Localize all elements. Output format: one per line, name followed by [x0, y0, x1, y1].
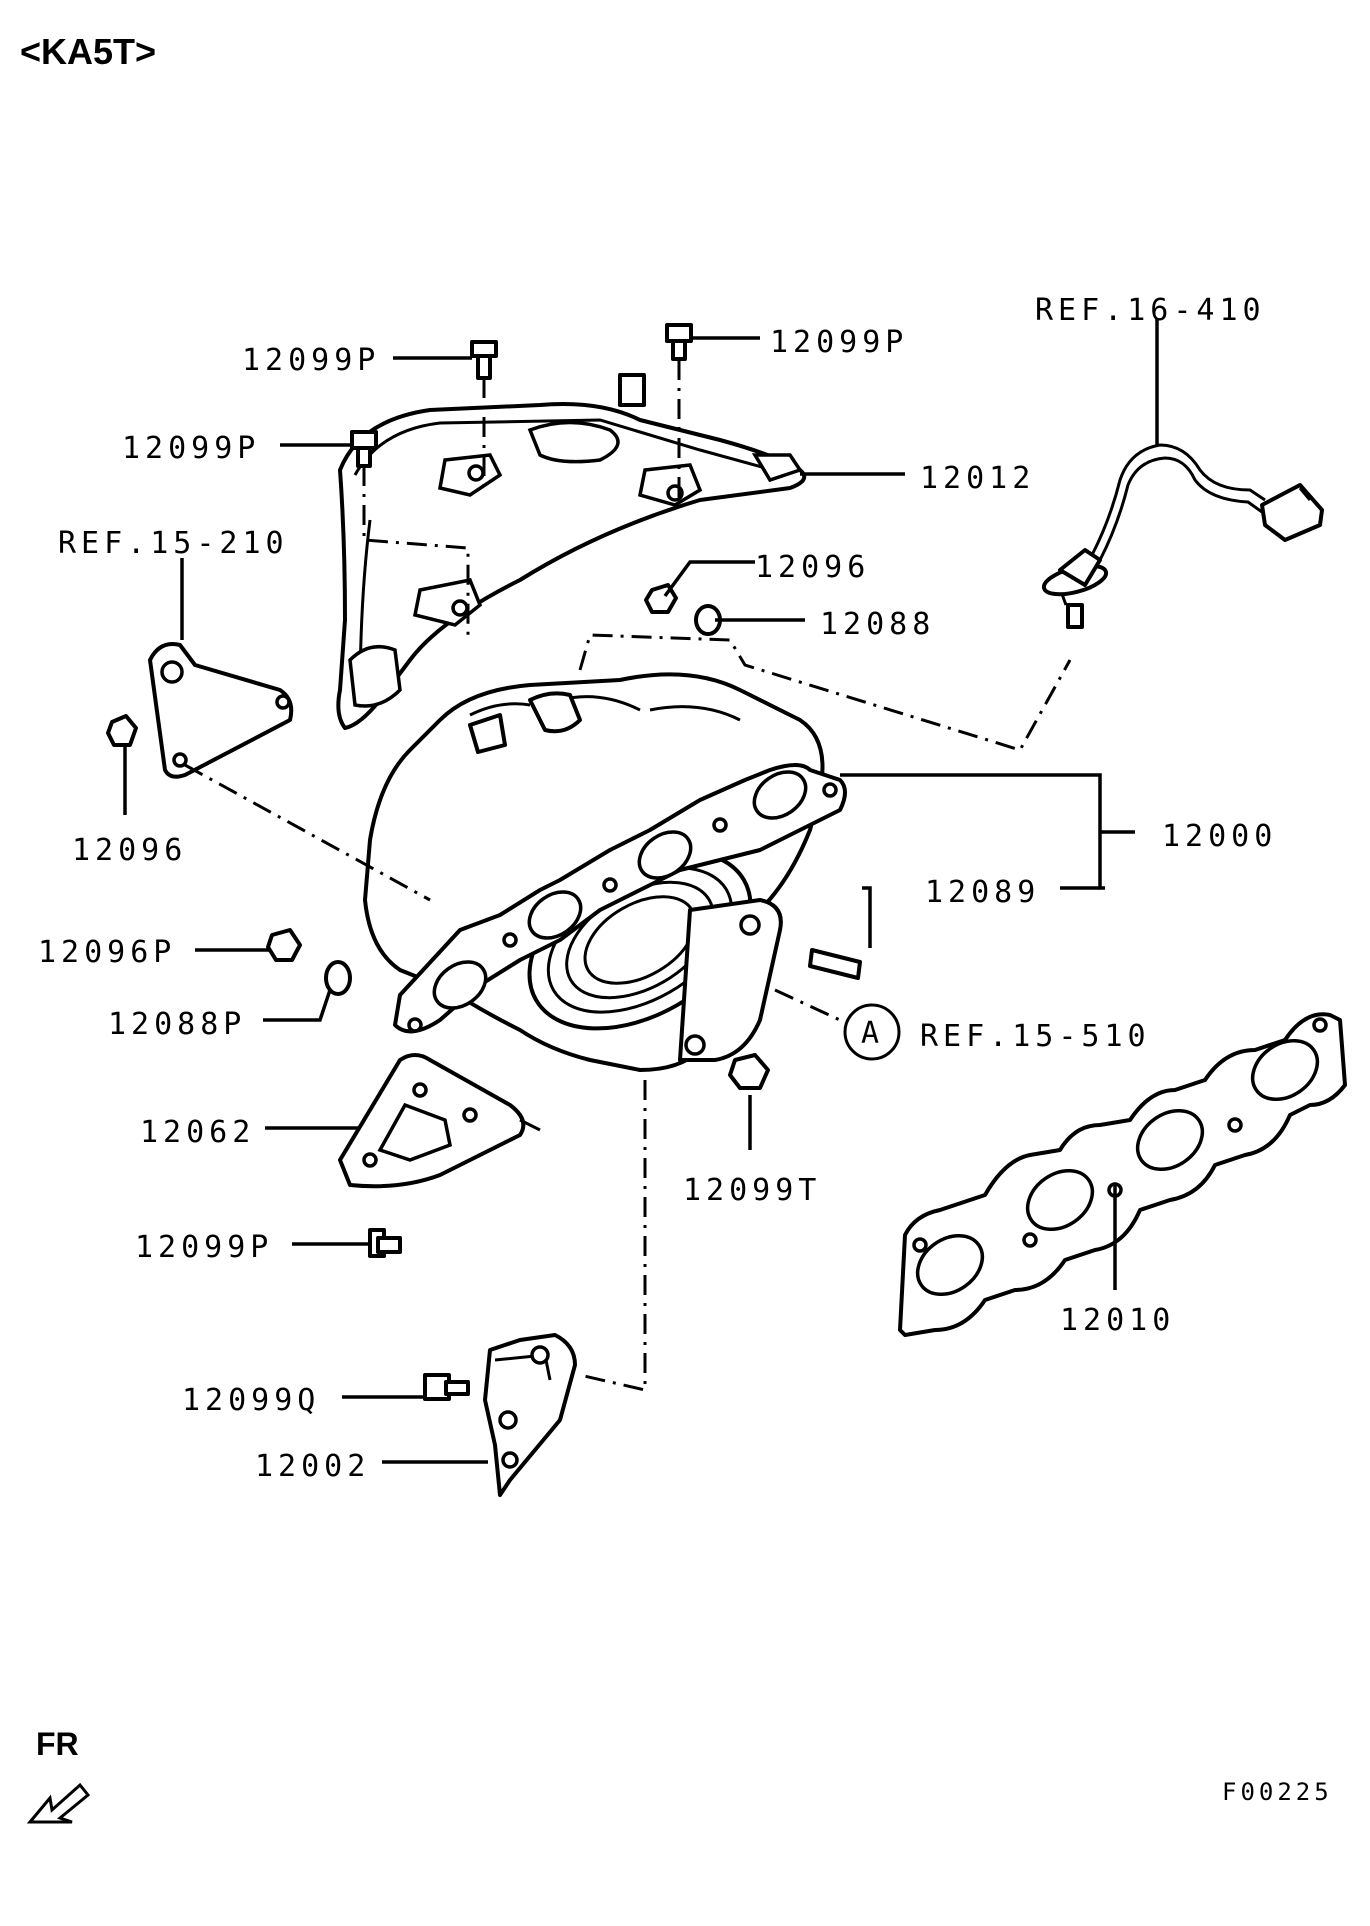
model-code-header: <KA5T> [20, 31, 156, 72]
bolt-12099p-lower [368, 1228, 402, 1258]
figure-code: F00225 [1222, 1778, 1333, 1806]
callout-12002[interactable]: 12002 [255, 1449, 370, 1484]
callout-12088[interactable]: 12088 [820, 607, 935, 642]
callout-12000[interactable]: 12000 [1162, 819, 1277, 854]
bolt-12099p-top-right [665, 323, 693, 361]
callout-ref-15-510[interactable]: REF.15-510 [920, 1019, 1151, 1054]
callout-12099q[interactable]: 12099Q [182, 1383, 320, 1418]
leader-lines [123, 318, 1159, 1464]
assembly-lines [184, 360, 1072, 1392]
oxygen-sensor-part [1041, 443, 1324, 629]
callout-12096p[interactable]: 12096P [38, 935, 176, 970]
callout-12089[interactable]: 12089 [925, 875, 1040, 910]
callout-12099p-left[interactable]: 12099P [122, 431, 260, 466]
callout-ref-15-210[interactable]: REF.15-210 [58, 526, 289, 561]
nut-12096p [266, 928, 302, 962]
reference-marker-label: A [861, 1016, 879, 1051]
stud-12089 [808, 948, 862, 980]
manifold-gasket-part [898, 1012, 1347, 1337]
callout-12010[interactable]: 12010 [1060, 1303, 1175, 1338]
bolt-12099p-top-left [470, 340, 498, 380]
callout-12099p-top-left[interactable]: 12099P [242, 343, 380, 378]
callout-12096-right[interactable]: 12096 [755, 550, 870, 585]
engine-hanger-part [148, 642, 294, 779]
manifold-bracket-part [483, 1333, 577, 1497]
callout-12096-left[interactable]: 12096 [72, 833, 187, 868]
bolt-12099q [423, 1373, 470, 1401]
callout-12099p-top-right[interactable]: 12099P [770, 325, 908, 360]
callout-12099p-lower[interactable]: 12099P [135, 1230, 273, 1265]
lower-heat-protector-part [338, 1053, 541, 1189]
callout-12099t[interactable]: 12099T [683, 1173, 821, 1208]
exhaust-manifold-part [363, 672, 847, 1072]
callout-12012[interactable]: 12012 [920, 461, 1035, 496]
front-direction-arrow-icon [26, 1782, 91, 1824]
callout-ref-16-410[interactable]: REF.16-410 [1035, 293, 1266, 328]
callout-12088p[interactable]: 12088P [108, 1007, 246, 1042]
reference-marker-circle [843, 1003, 901, 1061]
washer-12088p [324, 960, 352, 996]
front-direction-label: FR [36, 1726, 79, 1762]
nut-12099t [728, 1053, 770, 1090]
callout-12062[interactable]: 12062 [140, 1115, 255, 1150]
heat-protector-part [336, 373, 807, 730]
nut-12096-left [106, 714, 138, 747]
